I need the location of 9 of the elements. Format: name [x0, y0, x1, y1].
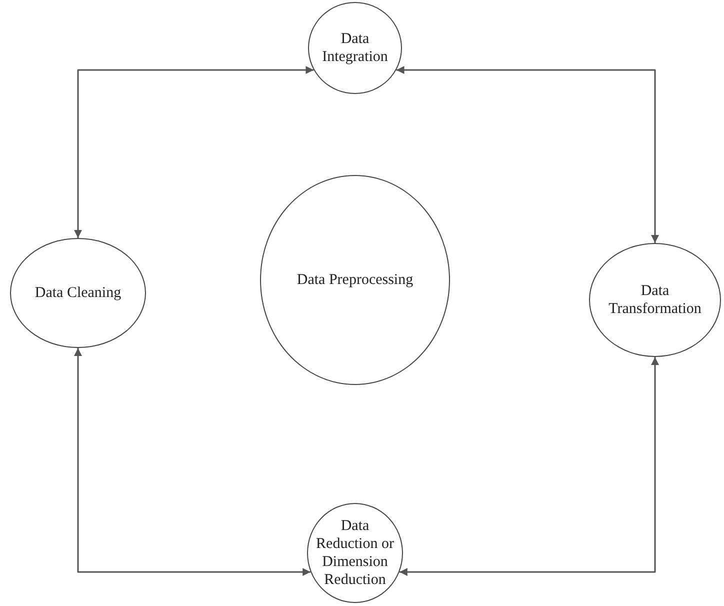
connector-arrow	[396, 66, 659, 243]
connector-arrow	[399, 357, 659, 576]
connector-arrow	[74, 66, 314, 238]
connector-arrow	[74, 348, 311, 576]
node-label: Data Preprocessing	[296, 271, 414, 289]
node-label: Data Cleaning	[34, 284, 122, 302]
node-label: Data Integration	[321, 30, 389, 66]
node-label: Data Transformation	[608, 282, 702, 318]
node-label: Data Reduction or Dimension Reduction	[315, 517, 395, 589]
